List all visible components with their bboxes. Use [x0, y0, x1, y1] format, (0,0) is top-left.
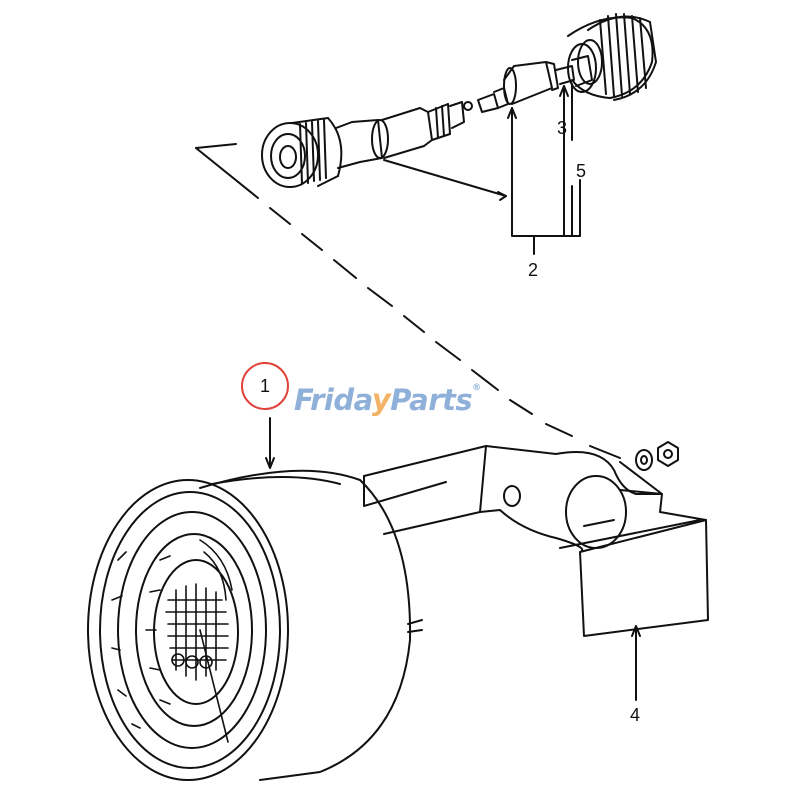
cable-adapter — [477, 61, 575, 113]
callout-label-1: 1 — [260, 376, 271, 396]
watermark-logo: FridayParts® — [294, 383, 481, 417]
bracket-hole-large — [565, 475, 627, 549]
callout-2-leaders — [383, 107, 581, 255]
watermark-text-3: Parts — [390, 383, 473, 417]
mounting-bracket — [363, 445, 709, 637]
connector-body — [335, 101, 473, 169]
left-knurled-nut — [261, 117, 343, 188]
watermark-text-1: Frida — [294, 383, 372, 417]
callout-label-2: 2 — [528, 260, 539, 280]
callout-1-leader — [265, 417, 275, 469]
callout-label-4: 4 — [630, 705, 641, 725]
gauge-dial-face — [117, 511, 267, 749]
dial-markings — [111, 539, 233, 743]
callout-4-leader — [631, 625, 641, 701]
watermark-registered-mark: ® — [472, 383, 481, 393]
callout-1-highlight-circle — [241, 362, 289, 410]
callout-label-3: 3 — [557, 118, 568, 138]
right-drive-housing — [567, 13, 657, 101]
cable-connector-assembly — [195, 13, 663, 495]
callout-label-5: 5 — [576, 161, 587, 181]
gauge-housing — [199, 469, 412, 781]
nut-and-washer — [635, 441, 679, 471]
dashed-alignment-line — [195, 143, 237, 149]
gauge-bezel-outer — [87, 479, 289, 781]
mounting-stud — [407, 619, 423, 633]
bracket-hole-small — [503, 485, 521, 507]
watermark-text-2: y — [371, 383, 391, 417]
callout-3-5-leaders — [559, 83, 573, 237]
tachometer-gauge — [87, 469, 423, 781]
